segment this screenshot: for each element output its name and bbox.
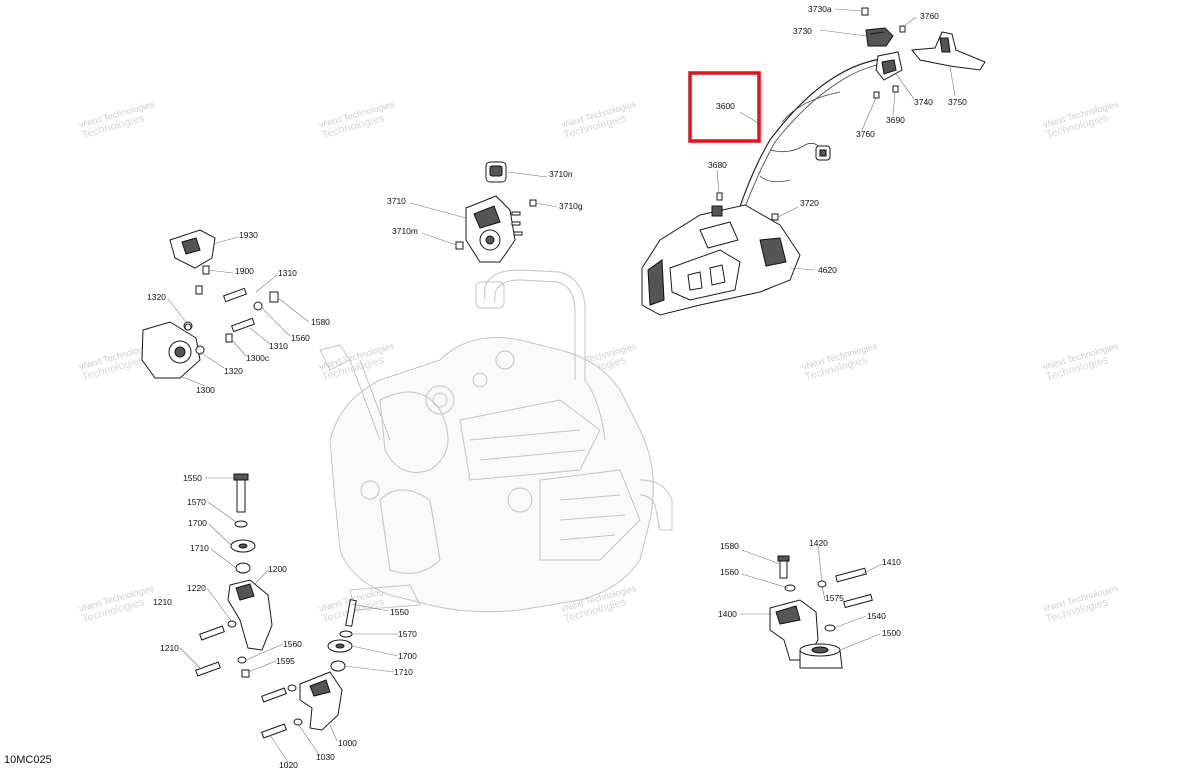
mount-1300-assembly xyxy=(141,229,279,379)
part-label[interactable]: 1300 xyxy=(196,385,215,395)
part-label[interactable]: 1500 xyxy=(882,628,901,638)
part-label[interactable]: 1000 xyxy=(338,738,357,748)
mount-1000-assembly xyxy=(261,599,357,739)
part-label[interactable]: 1550 xyxy=(390,607,409,617)
part-label[interactable]: 3750 xyxy=(948,97,967,107)
part-label[interactable]: 1320 xyxy=(224,366,243,376)
part-labels: 3730a 3760 3730 3740 3750 3690 3760 3600… xyxy=(147,4,967,770)
part-label[interactable]: 3710 xyxy=(387,196,406,206)
part-label[interactable]: 3730 xyxy=(793,26,812,36)
part-label[interactable]: 3710g xyxy=(559,201,583,211)
part-label[interactable]: 1550 xyxy=(183,473,202,483)
cable-assembly xyxy=(735,7,986,221)
engine-ghost xyxy=(319,269,673,613)
part-label[interactable]: 3680 xyxy=(708,160,727,170)
part-label[interactable]: 3760 xyxy=(856,129,875,139)
mount-1400-assembly xyxy=(769,555,873,669)
part-label[interactable]: 3730a xyxy=(808,4,832,14)
diagram-code: 10MC025 xyxy=(4,754,52,766)
sensor-3710 xyxy=(455,161,537,263)
highlight-box[interactable] xyxy=(688,71,761,143)
part-label[interactable]: 1570 xyxy=(398,629,417,639)
part-label[interactable]: 1560 xyxy=(291,333,310,343)
part-label[interactable]: 1210 xyxy=(153,597,172,607)
part-label[interactable]: 4620 xyxy=(818,265,837,275)
part-label[interactable]: 1580 xyxy=(720,541,739,551)
part-label[interactable]: 3710n xyxy=(549,169,573,179)
part-label[interactable]: 3740 xyxy=(914,97,933,107)
part-label[interactable]: 1700 xyxy=(398,651,417,661)
part-label[interactable]: 1400 xyxy=(718,609,737,619)
part-label[interactable]: 1310 xyxy=(278,268,297,278)
part-label[interactable]: 3760 xyxy=(920,11,939,21)
part-label[interactable]: 1310 xyxy=(269,341,288,351)
part-label[interactable]: 1030 xyxy=(316,752,335,762)
bracket-housing-4620 xyxy=(641,192,801,316)
part-label[interactable]: 3690 xyxy=(886,115,905,125)
part-label[interactable]: 1595 xyxy=(276,656,295,666)
leader-lines xyxy=(167,8,956,763)
part-label[interactable]: 1540 xyxy=(867,611,886,621)
part-label[interactable]: 1570 xyxy=(187,497,206,507)
part-label[interactable]: 1210 xyxy=(160,643,179,653)
part-label[interactable]: 1410 xyxy=(882,557,901,567)
part-label[interactable]: 3710m xyxy=(392,226,418,236)
part-label[interactable]: 1320 xyxy=(147,292,166,302)
part-label[interactable]: 1900 xyxy=(235,266,254,276)
part-label[interactable]: 1710 xyxy=(394,667,413,677)
part-label[interactable]: 1710 xyxy=(190,543,209,553)
part-label[interactable]: 1300c xyxy=(246,353,270,363)
part-label[interactable]: 1700 xyxy=(188,518,207,528)
part-label[interactable]: 1560 xyxy=(720,567,739,577)
part-label[interactable]: 1575 xyxy=(825,593,844,603)
part-label[interactable]: 1220 xyxy=(187,583,206,593)
part-label[interactable]: 1560 xyxy=(283,639,302,649)
part-label[interactable]: 1200 xyxy=(268,564,287,574)
part-label[interactable]: 1420 xyxy=(809,538,828,548)
part-label[interactable]: 3600 xyxy=(716,101,735,111)
part-label[interactable]: 1580 xyxy=(311,317,330,327)
part-label[interactable]: 1020 xyxy=(279,760,298,770)
mount-1200-assembly xyxy=(195,473,273,678)
part-label[interactable]: 1930 xyxy=(239,230,258,240)
part-label[interactable]: 3720 xyxy=(800,198,819,208)
